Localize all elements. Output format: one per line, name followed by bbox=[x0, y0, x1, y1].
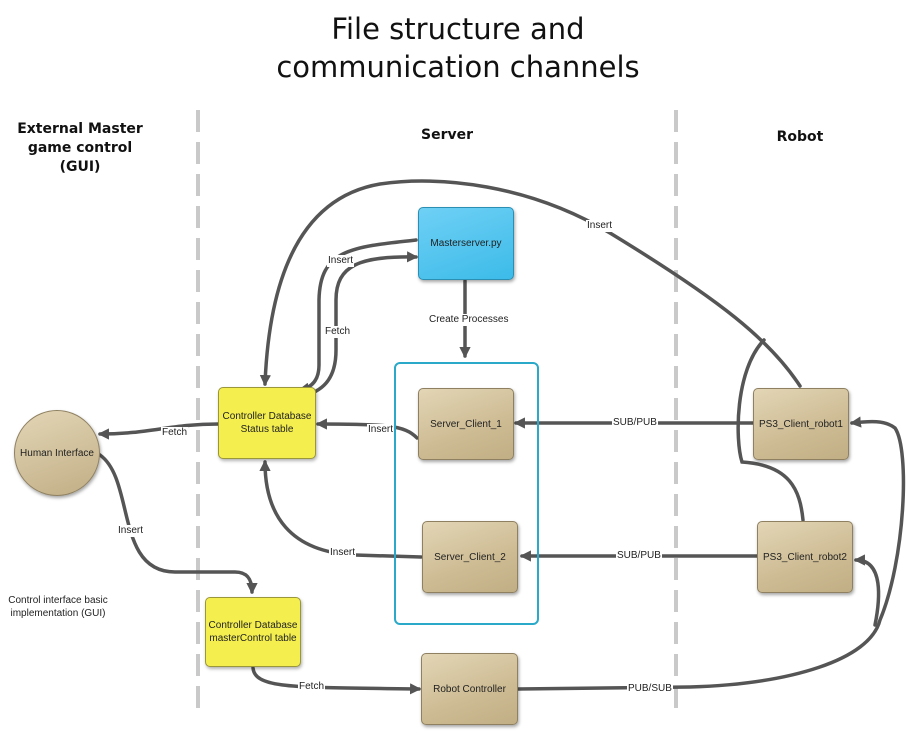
column-heading-gui-line-3: (GUI) bbox=[59, 159, 101, 175]
edge-label-insert-robot1-to-status: Insert bbox=[586, 220, 614, 232]
diagram-title: File structure and communication channel… bbox=[0, 10, 916, 86]
edge-label-insert-master-to-status: Insert bbox=[327, 255, 355, 267]
edge-insert-robot2-to-arc bbox=[736, 338, 805, 522]
gui-note-line-1: Control interface basic bbox=[8, 595, 108, 606]
status-table-line-2: Status table bbox=[240, 424, 294, 435]
masterserver-node[interactable]: Masterserver.py bbox=[418, 207, 514, 280]
mastercontrol-table-line-2: masterControl table bbox=[209, 633, 297, 644]
edge-insert-master-to-status bbox=[297, 238, 418, 394]
edge-label-sub-pub-robot2: SUB/PUB bbox=[616, 550, 662, 562]
edge-label-pub-sub-robotcontroller: PUB/SUB bbox=[627, 683, 673, 695]
edge-label-fetch-status-to-human: Fetch bbox=[161, 427, 189, 439]
column-heading-gui: External Master game control (GUI) bbox=[10, 120, 150, 177]
title-line-2: communication channels bbox=[276, 50, 640, 84]
edge-fetch-mastercontrol-to-robotcontroller bbox=[251, 666, 422, 695]
column-heading-server: Server bbox=[420, 127, 473, 143]
ps3-client-robot2-node[interactable]: PS3_Client_robot2 bbox=[757, 521, 853, 593]
server-client-1-node[interactable]: Server_Client_1 bbox=[418, 388, 514, 460]
edge-insert-robot1-to-status bbox=[259, 179, 802, 388]
column-heading-robot: Robot bbox=[776, 129, 824, 145]
edge-fetch-status-to-human bbox=[97, 422, 221, 440]
title-line-1: File structure and bbox=[331, 12, 585, 46]
edge-label-insert-client1-to-status: Insert bbox=[367, 424, 395, 436]
edge-label-create-processes: Create Processes bbox=[428, 314, 510, 326]
edge-pub-sub-to-robot1 bbox=[516, 416, 906, 691]
gui-note-line-2: implementation (GUI) bbox=[10, 608, 106, 619]
edge-label-fetch-status-to-master: Fetch bbox=[324, 326, 352, 338]
gui-implementation-note: Control interface basic implementation (… bbox=[2, 594, 114, 620]
human-interface-node[interactable]: Human Interface bbox=[14, 410, 100, 496]
server-process-group bbox=[394, 362, 539, 625]
ps3-client-robot1-node[interactable]: PS3_Client_robot1 bbox=[753, 388, 849, 460]
mastercontrol-table-line-1: Controller Database bbox=[208, 620, 298, 631]
edge-fetch-status-to-master bbox=[298, 251, 419, 399]
column-heading-gui-line-2: game control bbox=[27, 140, 133, 156]
edge-label-sub-pub-robot1: SUB/PUB bbox=[612, 417, 658, 429]
edge-label-insert-client2-to-status: Insert bbox=[329, 547, 357, 559]
edge-insert-human-to-mastercontrol bbox=[98, 453, 258, 595]
status-table-line-1: Controller Database bbox=[222, 411, 312, 422]
edge-pub-sub-to-robot2 bbox=[853, 554, 881, 627]
edge-label-fetch-mastercontrol-to-robotcontroller: Fetch bbox=[298, 681, 326, 693]
mastercontrol-table-node[interactable]: Controller Database masterControl table bbox=[205, 597, 301, 667]
server-client-2-node[interactable]: Server_Client_2 bbox=[422, 521, 518, 593]
column-heading-gui-line-1: External Master bbox=[17, 121, 143, 137]
edge-label-insert-human-to-mastercontrol: Insert bbox=[117, 525, 145, 537]
robot-controller-node[interactable]: Robot Controller bbox=[421, 653, 518, 725]
